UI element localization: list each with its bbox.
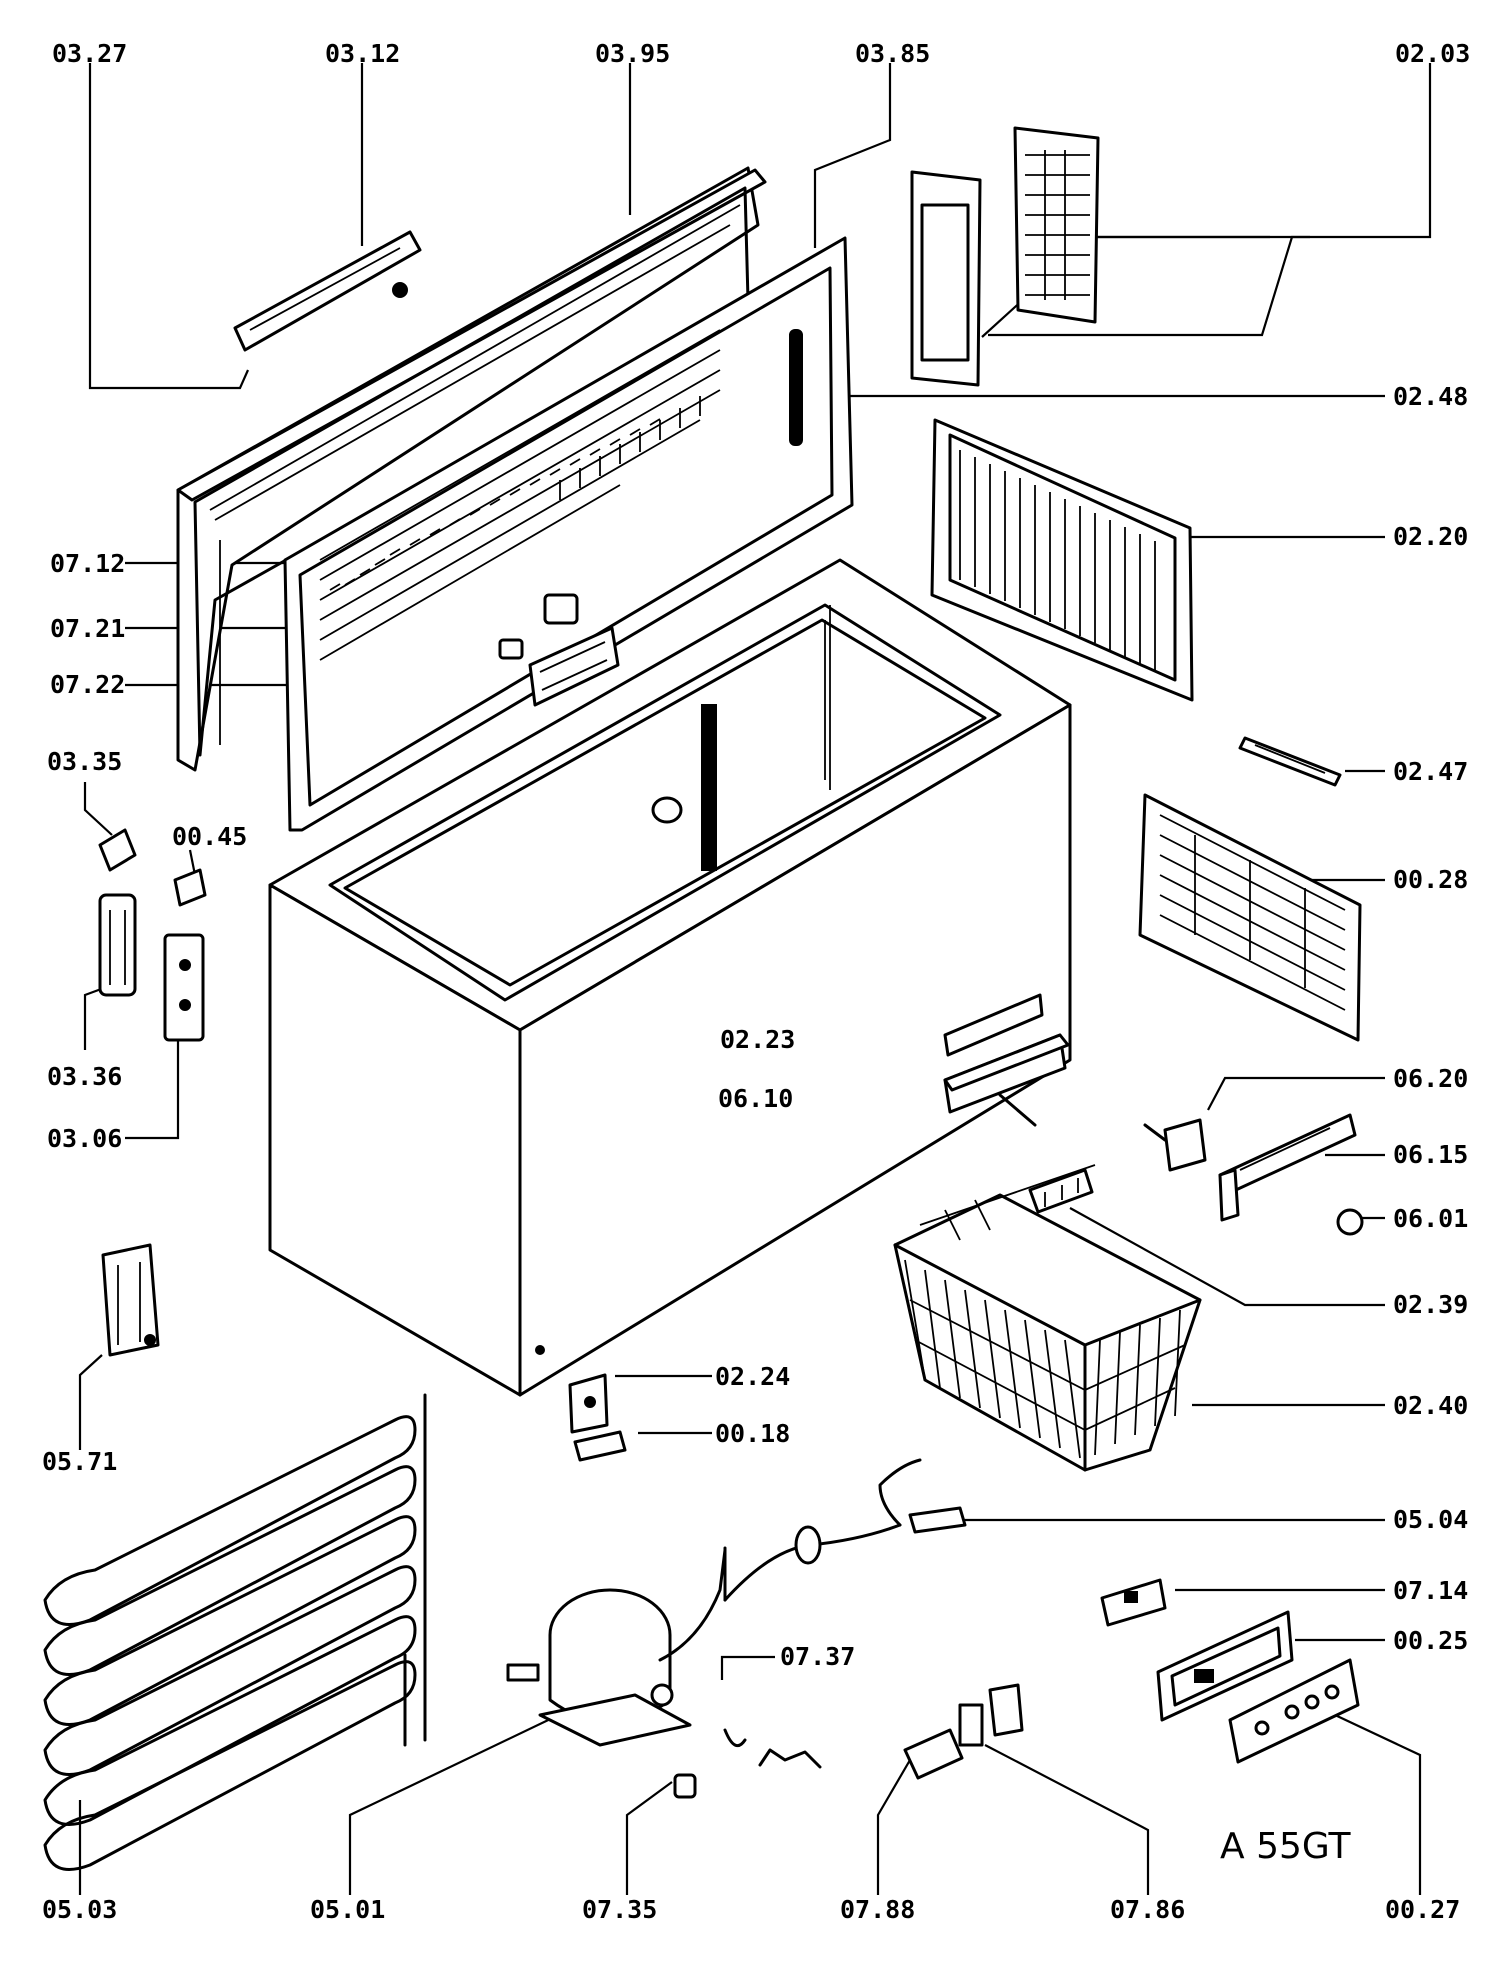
label-03-95: 03.95 [595, 39, 670, 68]
label-02-20: 02.20 [1393, 522, 1468, 551]
basket-dividers [910, 126, 1100, 387]
compressor [506, 1548, 727, 1747]
label-07-12: 07.12 [50, 549, 125, 578]
capillary-tubing [723, 1458, 967, 1602]
label-03-06: 03.06 [47, 1124, 122, 1153]
label-03-36: 03.36 [47, 1062, 122, 1091]
switch [1100, 1578, 1167, 1627]
hinge-bracket [101, 1243, 160, 1357]
start-relay-parts [673, 1728, 822, 1799]
label-06-15: 06.15 [1393, 1140, 1468, 1169]
label-02-48: 02.48 [1393, 382, 1468, 411]
label-00-25: 00.25 [1393, 1626, 1468, 1655]
wire-basket [893, 1164, 1202, 1472]
terminal-box [903, 1683, 1024, 1780]
label-02-47: 02.47 [1393, 757, 1468, 786]
part-labels: 03.27 03.12 03.95 03.85 02.03 02.48 02.2… [42, 39, 1470, 1924]
rear-panel [930, 418, 1194, 702]
label-06-20: 06.20 [1393, 1064, 1468, 1093]
thermostat-bracket [1143, 1113, 1364, 1236]
rear-grille [1138, 793, 1362, 1042]
label-06-01: 06.01 [1393, 1204, 1468, 1233]
label-02-40: 02.40 [1393, 1391, 1468, 1420]
condenser-coil [43, 1393, 427, 1871]
lid-light-assembly [498, 593, 620, 707]
label-07-37: 07.37 [780, 1642, 855, 1671]
label-07-14: 07.14 [1393, 1576, 1468, 1605]
label-05-71: 05.71 [42, 1447, 117, 1476]
label-05-04: 05.04 [1393, 1505, 1468, 1534]
label-06-10: 06.10 [718, 1084, 793, 1113]
label-02-03: 02.03 [1395, 39, 1470, 68]
label-05-03: 05.03 [42, 1895, 117, 1924]
label-03-85: 03.85 [855, 39, 930, 68]
small-strip [1238, 736, 1342, 787]
label-07-22: 07.22 [50, 670, 125, 699]
label-02-23: 02.23 [720, 1025, 795, 1054]
label-03-12: 03.12 [325, 39, 400, 68]
label-05-01: 05.01 [310, 1895, 385, 1924]
label-00-18: 00.18 [715, 1419, 790, 1448]
label-03-27: 03.27 [52, 39, 127, 68]
label-02-39: 02.39 [1393, 1290, 1468, 1319]
handle-bar [233, 230, 422, 352]
label-07-88: 07.88 [840, 1895, 915, 1924]
label-plate [1228, 1658, 1360, 1764]
label-00-28: 00.28 [1393, 865, 1468, 894]
foot-parts [568, 1373, 627, 1462]
label-02-24: 02.24 [715, 1362, 790, 1391]
model-code: A 55GT [1220, 1826, 1351, 1867]
label-07-86: 07.86 [1110, 1895, 1185, 1924]
label-03-35: 03.35 [47, 747, 122, 776]
label-00-27: 00.27 [1385, 1895, 1460, 1924]
label-07-21: 07.21 [50, 614, 125, 643]
label-00-45: 00.45 [172, 822, 247, 851]
basket-clip [1028, 1168, 1094, 1214]
thermostat-housing [943, 993, 1070, 1127]
control-panel [1156, 1610, 1294, 1722]
chest-cabinet [268, 558, 1072, 1397]
hinge-parts [98, 828, 207, 1042]
label-07-35: 07.35 [582, 1895, 657, 1924]
